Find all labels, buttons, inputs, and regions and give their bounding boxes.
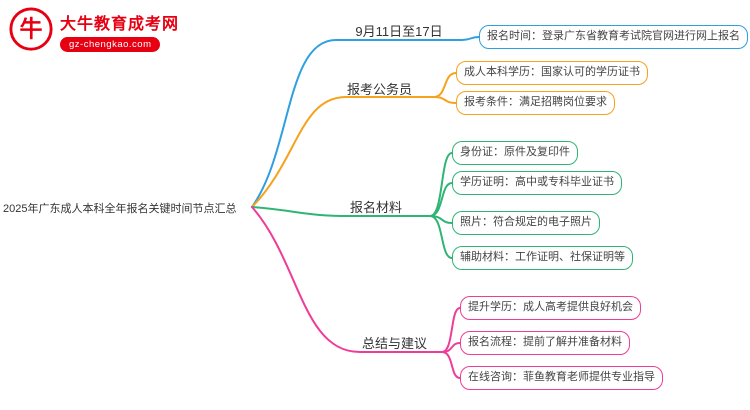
node-online-consult: 在线咨询：菲鱼教育老师提供专业指导 xyxy=(460,366,663,390)
node-signup-time: 报名时间：登录广东省教育考试院官网进行网上报名 xyxy=(479,25,748,49)
site-name: 大牛教育成考网 xyxy=(60,16,180,33)
central-topic: 2025年广东成人本科全年报名关键时间节点汇总 xyxy=(3,203,237,215)
node-aux-materials: 辅助材料：工作证明、社保证明等 xyxy=(452,246,633,270)
svg-text:牛: 牛 xyxy=(20,16,43,42)
branch-label-materials: 报名材料 xyxy=(350,200,403,215)
node-diploma-proof: 学历证明：高中或专科毕业证书 xyxy=(452,171,622,195)
node-id-card: 身份证：原件及复印件 xyxy=(452,141,578,165)
branch-label-signup-date: 9月11日至17日 xyxy=(355,24,443,39)
site-logo[interactable]: 牛 大牛教育成考网 gz-chengkao.com xyxy=(8,6,179,52)
node-degree-recognition: 成人本科学历：国家认可的学历证书 xyxy=(456,61,648,85)
node-apply-conditions: 报考条件：满足招聘岗位要求 xyxy=(456,91,615,115)
node-photo: 照片：符合规定的电子照片 xyxy=(452,211,600,235)
site-url: gz-chengkao.com xyxy=(60,37,161,52)
branch-label-civil-servant: 报考公务员 xyxy=(347,82,413,97)
node-signup-process: 报名流程：提前了解并准备材料 xyxy=(460,331,630,355)
bull-logo-icon: 牛 xyxy=(9,7,53,51)
node-improve-degree: 提升学历：成人高考提供良好机会 xyxy=(460,296,641,320)
branch-label-summary: 总结与建议 xyxy=(362,336,428,351)
